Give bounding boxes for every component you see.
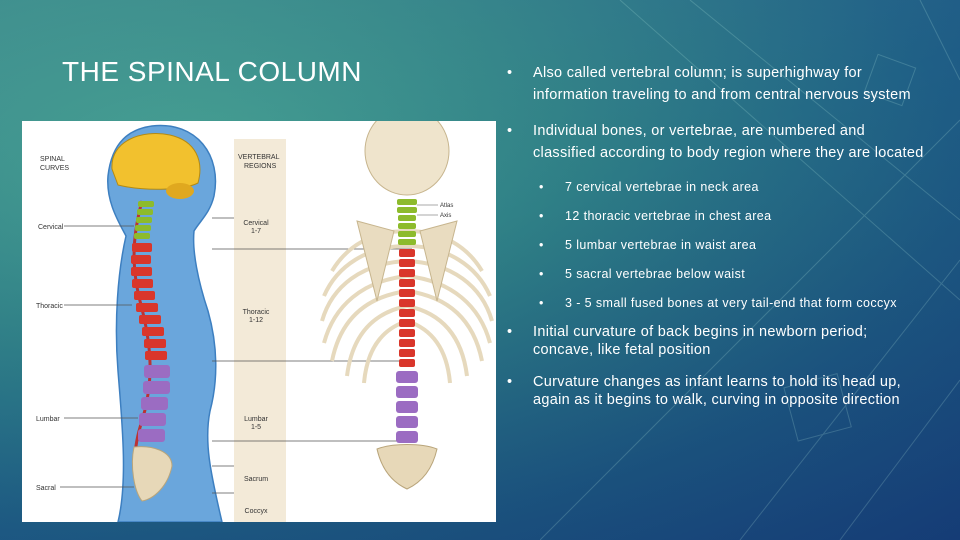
region-cervical-range: 1-7 — [251, 228, 261, 235]
spine-illustration: SPINAL CURVES VERTEBRAL REGIONS — [36, 121, 494, 522]
bullet-text: Individual bones, or vertebrae, are numb… — [533, 123, 924, 161]
bullet-text: 5 lumbar vertebrae in waist area — [565, 238, 757, 252]
thoracic-vertebrae-back — [399, 249, 415, 367]
scapula-right — [419, 220, 458, 302]
spine-anatomy-figure: SPINAL CURVES VERTEBRAL REGIONS — [22, 121, 496, 522]
label-atlas: Atlas — [440, 203, 453, 209]
bullet-text: 7 cervical vertebrae in neck area — [565, 180, 759, 194]
scapula-left — [356, 220, 395, 302]
bullet-text: Curvature changes as infant learns to ho… — [533, 374, 901, 408]
bullet-dot: • — [539, 180, 544, 194]
region-coccyx: Coccyx — [245, 508, 268, 515]
bullet-list: • Also called vertebral column; is superh… — [505, 62, 925, 423]
cervical-vertebrae-side — [134, 201, 154, 239]
cervical-vertebrae-back — [397, 199, 417, 245]
sub-bullet-item: • 5 lumbar vertebrae in waist area — [537, 236, 925, 254]
brain — [111, 133, 201, 190]
sacrum-side — [131, 446, 173, 502]
curve-thoracic: Thoracic — [36, 303, 63, 310]
region-cervical: Cervical — [243, 220, 269, 227]
bullet-dot: • — [507, 123, 513, 139]
sub-bullet-item: • 3 - 5 small fused bones at very tail-en… — [537, 294, 925, 312]
bullet-dot: • — [539, 296, 544, 310]
region-sacrum: Sacrum — [244, 476, 268, 483]
bullet-text: 12 thoracic vertebrae in chest area — [565, 209, 772, 223]
curve-cervical: Cervical — [38, 224, 64, 231]
bullet-item: • Also called vertebral column; is superh… — [505, 62, 925, 106]
curves-heading-1: SPINAL — [40, 156, 65, 163]
bullet-text: 5 sacral vertebrae below waist — [565, 267, 746, 281]
curve-sacral: Sacral — [36, 485, 56, 492]
bullet-text: Also called vertebral column; is superhi… — [533, 65, 911, 103]
bullet-dot: • — [539, 238, 544, 252]
label-axis: Axis — [440, 213, 451, 219]
bullet-item: • Individual bones, or vertebrae, are num… — [505, 120, 925, 164]
slide-title: THE SPINAL COLUMN — [62, 56, 362, 87]
bullet-item: • Curvature changes as infant learns to h… — [505, 373, 925, 409]
bullet-dot: • — [539, 209, 544, 223]
sacrum-back — [376, 444, 438, 490]
lumbar-vertebrae-back — [396, 371, 418, 443]
bullet-dot: • — [507, 65, 513, 81]
bullet-dot: • — [507, 374, 513, 390]
region-lumbar: Lumbar — [244, 416, 268, 423]
bullet-dot: • — [539, 267, 544, 281]
sub-bullet-item: • 12 thoracic vertebrae in chest area — [537, 207, 925, 225]
region-thoracic-range: 1-12 — [249, 317, 263, 324]
bullet-dot: • — [507, 324, 513, 340]
sub-bullet-item: • 7 cervical vertebrae in neck area — [537, 178, 925, 196]
skull — [364, 121, 450, 196]
regions-heading-2: REGIONS — [244, 163, 277, 170]
lumbar-vertebrae-side — [138, 365, 170, 442]
curve-lumbar: Lumbar — [36, 416, 60, 423]
cerebellum — [166, 183, 194, 199]
bullet-text: Initial curvature of back begins in newb… — [533, 324, 868, 358]
regions-column — [234, 139, 286, 522]
sub-bullet-item: • 5 sacral vertebrae below waist — [537, 265, 925, 283]
curves-heading-2: CURVES — [40, 165, 69, 172]
bullet-text: 3 - 5 small fused bones at very tail-end… — [565, 296, 897, 310]
thoracic-vertebrae-side — [131, 243, 167, 360]
bullet-item: • Initial curvature of back begins in new… — [505, 323, 925, 359]
regions-heading-1: VERTEBRAL — [238, 154, 280, 161]
region-thoracic: Thoracic — [243, 309, 270, 316]
decorative-lines — [540, 0, 960, 540]
region-lumbar-range: 1-5 — [251, 424, 261, 431]
